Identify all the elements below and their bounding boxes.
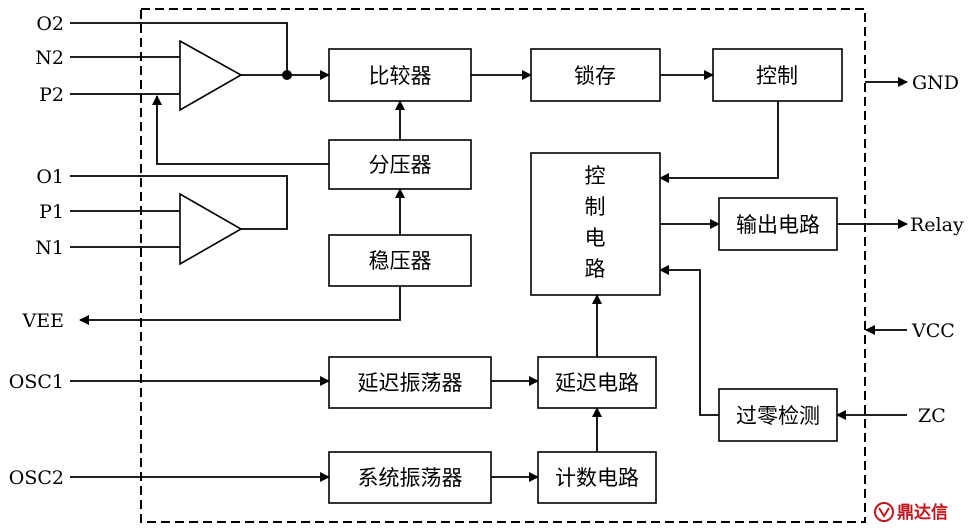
- pin-vcc-label: VCC: [911, 320, 955, 342]
- control-circuit-label-3: 电: [585, 226, 606, 250]
- pin-osc2-label: OSC2: [9, 467, 64, 489]
- latch-block: [530, 48, 661, 102]
- pin-p1-label: P1: [39, 201, 64, 223]
- pin-relay-label: Relay: [910, 214, 964, 236]
- wire-divider-p2: [152, 95, 329, 165]
- latch-label: 锁存: [574, 64, 616, 88]
- counter-label: 计数电路: [555, 466, 639, 490]
- pin-o1-label: O1: [36, 166, 64, 188]
- wire-o1: [70, 175, 288, 230]
- wire-zerocross-control: [659, 265, 719, 416]
- pin-osc1-label: OSC1: [9, 371, 64, 393]
- op-amp-2: [179, 39, 243, 112]
- system-oscillator-label: 系统振荡器: [358, 466, 463, 490]
- control-circuit-label-2: 制: [585, 195, 606, 219]
- delay-oscillator-label: 延迟振荡器: [358, 371, 463, 395]
- comparator-label: 比较器: [369, 64, 432, 88]
- pin-n2-label: N2: [35, 47, 64, 69]
- op-amp-1: [179, 192, 243, 266]
- divider-block: [328, 139, 472, 190]
- pin-o2-label: O2: [36, 13, 64, 35]
- chip-boundary: [140, 8, 866, 523]
- pin-gnd-label: GND: [912, 72, 959, 94]
- delay-circuit-label: 延迟电路: [555, 371, 639, 395]
- watermark-icon: [874, 502, 894, 522]
- wire-regulator-vee: [79, 286, 401, 325]
- divider-label: 分压器: [369, 153, 432, 177]
- output-circuit-label: 输出电路: [736, 213, 820, 237]
- control-circuit-label-1: 控: [585, 164, 606, 188]
- pin-zc-label: ZC: [918, 405, 946, 427]
- control-circuit-label-4: 路: [585, 257, 606, 281]
- watermark-logo: 鼎达信: [874, 502, 948, 523]
- control-label: 控制: [756, 64, 798, 88]
- control-circuit-block: [530, 152, 661, 296]
- wire-o2: [70, 22, 288, 75]
- watermark-icon-glyph: [878, 507, 890, 518]
- pin-p2-label: P2: [39, 84, 64, 106]
- regulator-block: [328, 234, 472, 287]
- delay-oscillator-block: [328, 356, 492, 409]
- watermark-text: 鼎达信: [897, 502, 948, 523]
- zero-cross-label: 过零检测: [736, 404, 820, 428]
- pin-n1-label: N1: [35, 237, 64, 259]
- zero-cross-block: [718, 388, 838, 442]
- system-oscillator-block: [328, 451, 492, 504]
- pin-vee-label: VEE: [22, 310, 64, 332]
- counter-block: [537, 451, 657, 504]
- wire-control-down: [659, 101, 779, 183]
- regulator-label: 稳压器: [369, 249, 432, 273]
- junction-dot: [282, 70, 292, 80]
